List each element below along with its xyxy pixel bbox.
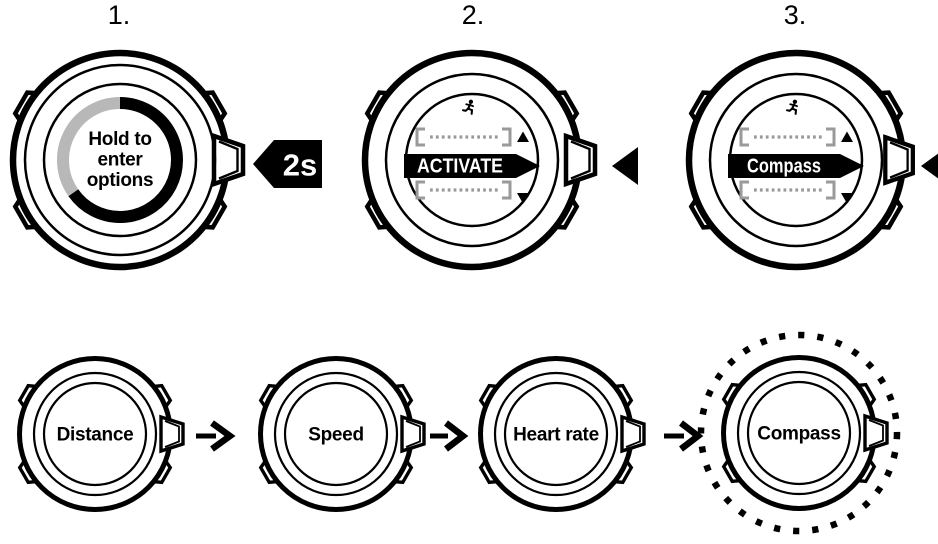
screen-label: Compass	[757, 424, 840, 445]
side-button-right	[400, 415, 426, 453]
hold-progress-arc-light	[57, 97, 121, 197]
bezel-ring	[736, 370, 862, 496]
bezel-ring	[23, 63, 217, 257]
bezel-ring	[708, 72, 884, 248]
side-button-right	[214, 136, 243, 184]
hold-progress-arc-dark	[68, 97, 183, 223]
selected-menu-item: Compass	[747, 156, 821, 178]
display-ring	[42, 82, 198, 238]
step-2-number: 2.	[462, 0, 485, 30]
watch-step-3: Compass	[687, 53, 938, 267]
press-arrow-icon	[612, 147, 638, 185]
screen-text-line1: Hold to	[88, 129, 151, 150]
screen-label: Distance	[57, 425, 134, 446]
next-arrow-3	[664, 420, 704, 452]
arrow-head-icon	[444, 420, 469, 452]
display-ring	[283, 381, 389, 487]
selected-menu-item: ACTIVATE	[417, 156, 503, 178]
side-button-right	[863, 414, 889, 452]
watch-step-2: ACTIVATE	[363, 53, 638, 267]
press-arrow-icon	[921, 147, 938, 185]
bezel-ring	[384, 72, 560, 248]
screen-text-line3: options	[87, 170, 154, 191]
display-ring	[746, 380, 852, 486]
bezel-ring	[32, 371, 158, 497]
side-button-right	[159, 415, 185, 453]
step-1-number: 1.	[108, 0, 131, 30]
highlight-dotted-ring	[697, 331, 901, 535]
hold-2s-label: 2s	[283, 148, 317, 183]
side-button-right	[566, 136, 595, 184]
watch-screen-distance: Distance	[16, 359, 185, 510]
watch-screen-speed: Speed	[257, 359, 426, 510]
hold-arrow-icon	[253, 140, 322, 188]
next-arrow-1	[196, 420, 236, 452]
watch-screen-heart-rate: Heart rate	[477, 359, 646, 510]
side-button-right	[885, 137, 913, 183]
bezel-ring	[273, 371, 399, 497]
display-ring	[42, 381, 148, 487]
side-button-right	[620, 415, 646, 453]
step-3-number: 3.	[784, 0, 807, 30]
display-ring	[503, 381, 609, 487]
watch-screen-compass: Compass	[697, 331, 901, 535]
watch-step-1: Hold to enter options	[11, 53, 243, 267]
screen-label: Heart rate	[513, 425, 599, 446]
bezel-ring	[493, 371, 619, 497]
hold-2s-badge: 2s	[253, 140, 322, 188]
arrow-head-icon	[679, 420, 704, 452]
screen-label: Speed	[308, 425, 364, 446]
screen-text-line2: enter	[98, 150, 144, 171]
arrow-head-icon	[210, 420, 236, 452]
next-arrow-2	[430, 420, 469, 452]
